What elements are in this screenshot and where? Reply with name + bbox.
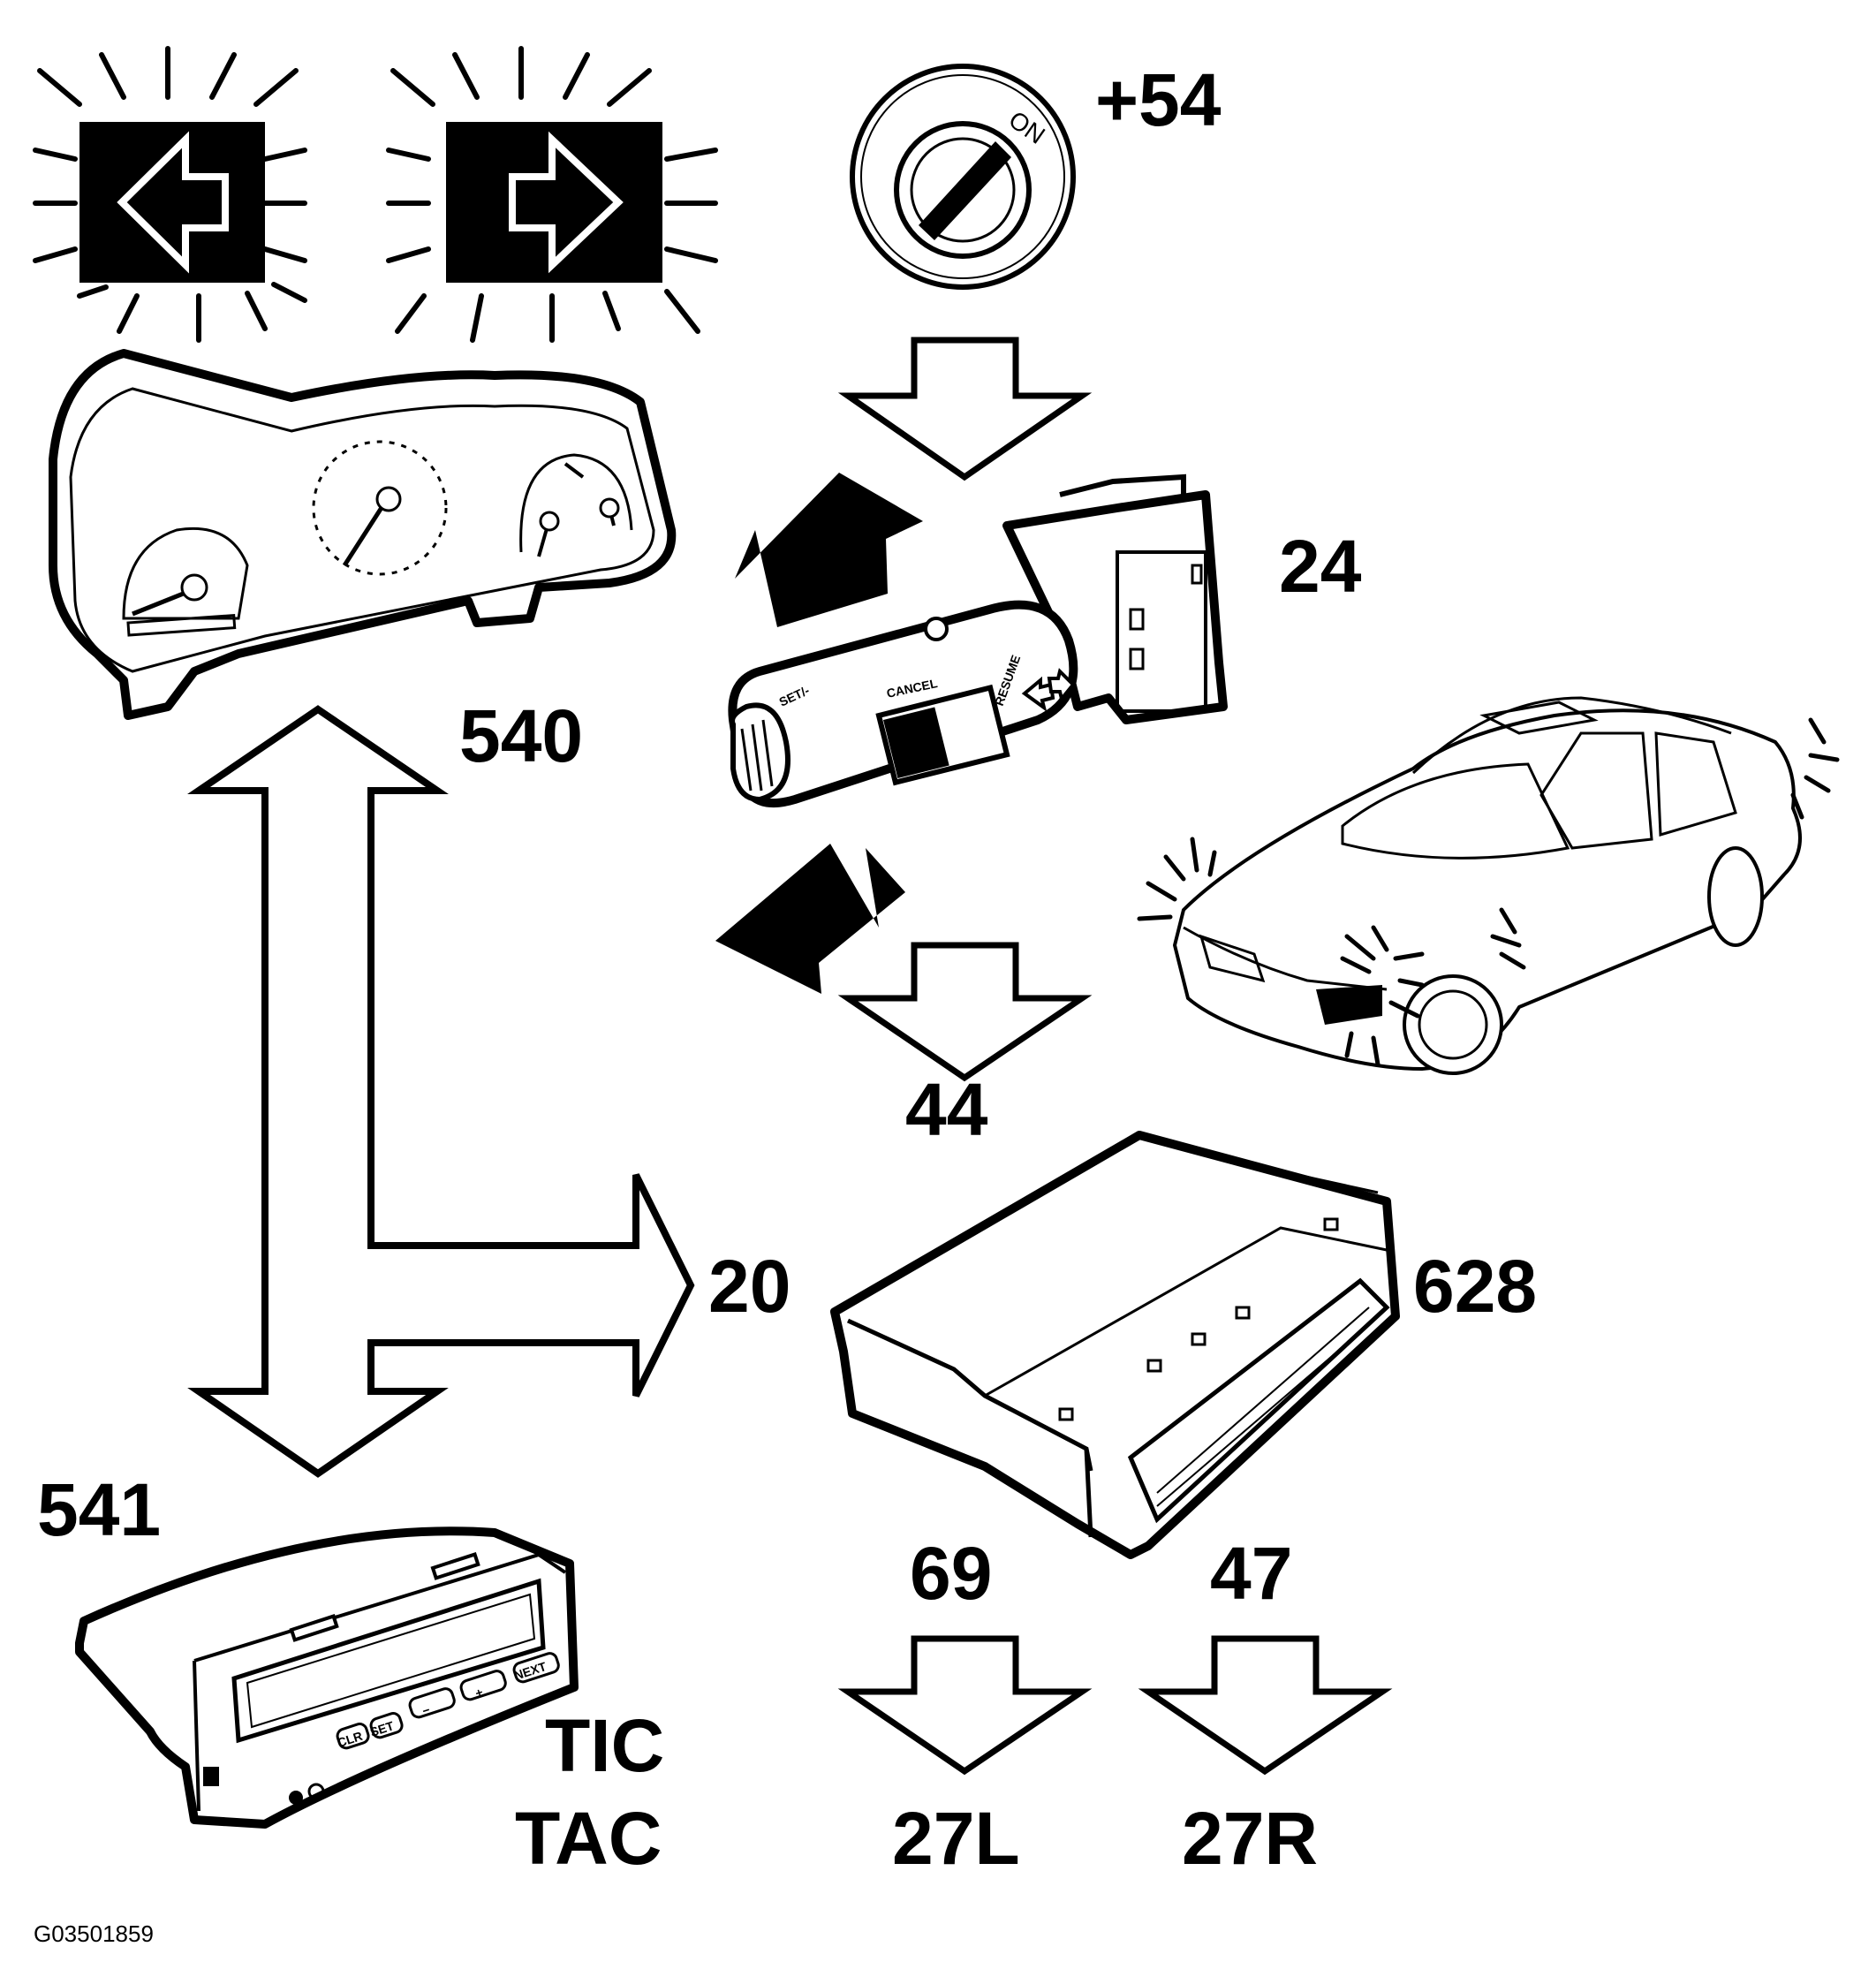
output-left-label: 69 [910, 1532, 992, 1615]
lamp-right-arrow [1138, 1635, 1393, 1776]
lamp-left-label: 27L [892, 1797, 1020, 1880]
trip-computer-icon: CLR SET − + NEXT [75, 1526, 579, 1829]
trip-computer-name-line2: TAC [515, 1797, 662, 1880]
stalk-to-cluster-arrow [735, 473, 923, 627]
trip-computer-label: 541 [37, 1468, 161, 1551]
control-unit-icon [830, 1131, 1400, 1559]
cluster-bus-arrow [187, 705, 695, 1478]
indicator-out-label: 44 [905, 1068, 988, 1151]
figure-code: G03501859 [34, 1920, 154, 1947]
ignition-label: +54 [1095, 58, 1222, 141]
ignition-switch-icon: ON [850, 64, 1076, 290]
output-right-label: 47 [1210, 1532, 1292, 1615]
instrument-cluster-icon [49, 349, 677, 720]
cruise-module-label: 20 [708, 1245, 790, 1328]
right-turn-indicator-icon [386, 46, 718, 343]
turn-signal-stalk-switch-icon: CANCEL SET/- RESUME [728, 473, 1228, 808]
stalk-down-arrow [715, 844, 905, 994]
indicator-out-arrow [837, 942, 1093, 1082]
ignition-to-stalk-arrow [837, 337, 1093, 481]
lamp-right-label: 27R [1182, 1797, 1318, 1880]
trip-computer-name-line1: TIC [545, 1704, 664, 1787]
control-unit-label: 628 [1413, 1245, 1537, 1328]
stalk-switch-label: 24 [1279, 525, 1362, 608]
car-icon [1137, 696, 1840, 1075]
left-turn-indicator-icon [33, 46, 307, 343]
instrument-cluster-label: 540 [459, 694, 583, 777]
lamp-left-arrow [837, 1635, 1093, 1776]
